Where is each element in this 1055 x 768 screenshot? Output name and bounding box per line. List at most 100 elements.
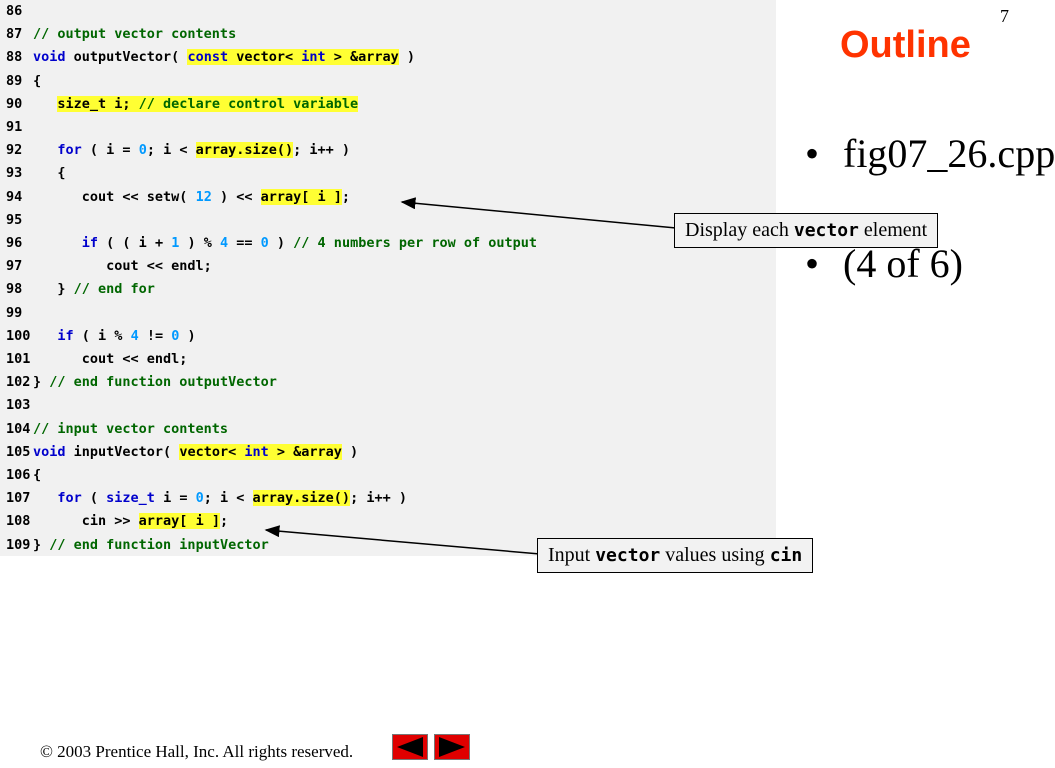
code-token: inputVector( <box>65 443 180 460</box>
code-token: { <box>33 467 42 483</box>
code-token: 0 <box>195 490 204 507</box>
code-token: // output vector contents <box>33 26 237 43</box>
code-token: array.size() <box>195 142 294 159</box>
code-token: != <box>138 327 172 344</box>
code-token: // declare control variable <box>138 95 359 112</box>
callout-text: element <box>858 219 928 241</box>
line-number: 102 <box>6 374 31 391</box>
code-token: { <box>33 72 42 89</box>
next-button[interactable] <box>434 734 470 760</box>
line-number: 94 <box>6 188 23 205</box>
bullet-text: (4 of 6) <box>843 241 963 286</box>
code-token: size_t <box>106 490 155 507</box>
code-token: // end for <box>73 281 155 298</box>
code-line: 103 <box>6 394 33 417</box>
code-token: // end function outputVector <box>49 374 277 391</box>
callout-code: vector <box>595 545 661 566</box>
code-token: > &array <box>325 49 399 66</box>
code-token: 0 <box>138 142 147 159</box>
code-line: 108 cin >> array[ i ]; <box>6 510 228 533</box>
code-token: ; i++ ) <box>293 142 351 159</box>
code-token: // 4 numbers per row of output <box>293 235 538 251</box>
code-token: ) <box>398 49 416 66</box>
code-line: 90 size_t i; // declare control variable <box>6 93 359 116</box>
code-token: ( <box>81 490 107 507</box>
callout-code: vector <box>793 220 859 241</box>
left-triangle-icon <box>397 737 423 757</box>
code-line: 109} // end function inputVector <box>6 534 269 557</box>
code-token: outputVector( <box>65 49 188 66</box>
code-token: } <box>33 536 50 553</box>
code-token: int <box>301 49 326 66</box>
code-line: 96 if ( ( i + 1 ) % 4 == 0 ) // 4 number… <box>6 232 537 255</box>
code-token: void <box>33 49 66 66</box>
code-token: == <box>228 235 261 251</box>
callout-text: Input <box>548 544 596 566</box>
callout-code: cin <box>769 545 803 566</box>
line-number: 93 <box>6 165 23 182</box>
line-number: 100 <box>6 327 31 344</box>
code-token: } <box>33 281 74 298</box>
code-line: 94 cout << setw( 12 ) << array[ i ]; <box>6 186 350 209</box>
code-token: array[ i ] <box>260 188 342 205</box>
code-line: 86 <box>6 0 33 23</box>
line-number: 89 <box>6 72 23 89</box>
code-token: // end function inputVector <box>49 536 269 553</box>
line-number: 95 <box>6 211 23 228</box>
line-number: 91 <box>6 119 23 135</box>
code-line: 102} // end function outputVector <box>6 371 277 394</box>
code-token: 0 <box>260 235 269 251</box>
line-number: 97 <box>6 258 23 275</box>
code-token: i = <box>154 490 196 507</box>
code-token: cout << endl; <box>33 258 212 275</box>
code-token: for <box>57 142 82 159</box>
code-token: ( ( i + <box>98 235 172 251</box>
code-line: 95 <box>6 209 33 232</box>
code-token: ; <box>341 188 351 205</box>
code-line: 106{ <box>6 464 41 487</box>
code-token: cin >> <box>33 513 139 530</box>
line-number: 104 <box>6 420 31 437</box>
code-token: if <box>57 327 74 344</box>
line-number: 106 <box>6 467 31 483</box>
code-line: 92 for ( i = 0; i < array.size(); i++ ) <box>6 139 350 162</box>
code-token: > &array <box>268 443 342 460</box>
code-token: 4 <box>219 235 229 251</box>
code-line: 89 { <box>6 70 41 93</box>
code-token: } <box>33 374 50 391</box>
code-token: 4 <box>130 327 139 344</box>
callout-text: values using <box>660 544 770 566</box>
line-number: 105 <box>6 443 31 460</box>
code-token: if <box>81 235 99 251</box>
code-token: ; <box>219 513 229 530</box>
code-line: 97 cout << endl; <box>6 255 212 278</box>
line-number: 88 <box>6 49 23 66</box>
code-token: ; i < <box>203 490 253 507</box>
code-line: 91 <box>6 116 33 139</box>
input-arrow-line <box>264 525 541 555</box>
callout-display-element: Display each vector element <box>674 213 939 248</box>
bullet-dot: • <box>805 241 820 286</box>
line-number: 96 <box>6 235 23 251</box>
code-line: 87 // output vector contents <box>6 23 236 46</box>
line-number: 108 <box>6 513 31 530</box>
copyright-footer: © 2003 Prentice Hall, Inc. All rights re… <box>40 742 354 761</box>
bullet-text: fig07_26.cpp <box>843 131 1055 176</box>
back-button[interactable] <box>392 734 428 760</box>
code-token: vector< <box>179 443 245 460</box>
code-token: 0 <box>171 327 180 344</box>
code-token: const <box>187 49 229 66</box>
bullet-dot: • <box>805 131 820 176</box>
line-number: 109 <box>6 536 31 553</box>
code-token: ; i++ ) <box>350 490 407 507</box>
code-token: // input vector contents <box>33 420 229 437</box>
code-line: 99 <box>6 302 33 325</box>
callout-arrows <box>264 197 677 555</box>
code-line: 100 if ( i % 4 != 0 ) <box>6 325 196 348</box>
code-token: 1 <box>171 235 180 251</box>
code-token: ) <box>179 327 196 344</box>
line-number: 107 <box>6 490 31 507</box>
line-number: 87 <box>6 26 23 43</box>
callout-text: Display each <box>685 219 794 241</box>
